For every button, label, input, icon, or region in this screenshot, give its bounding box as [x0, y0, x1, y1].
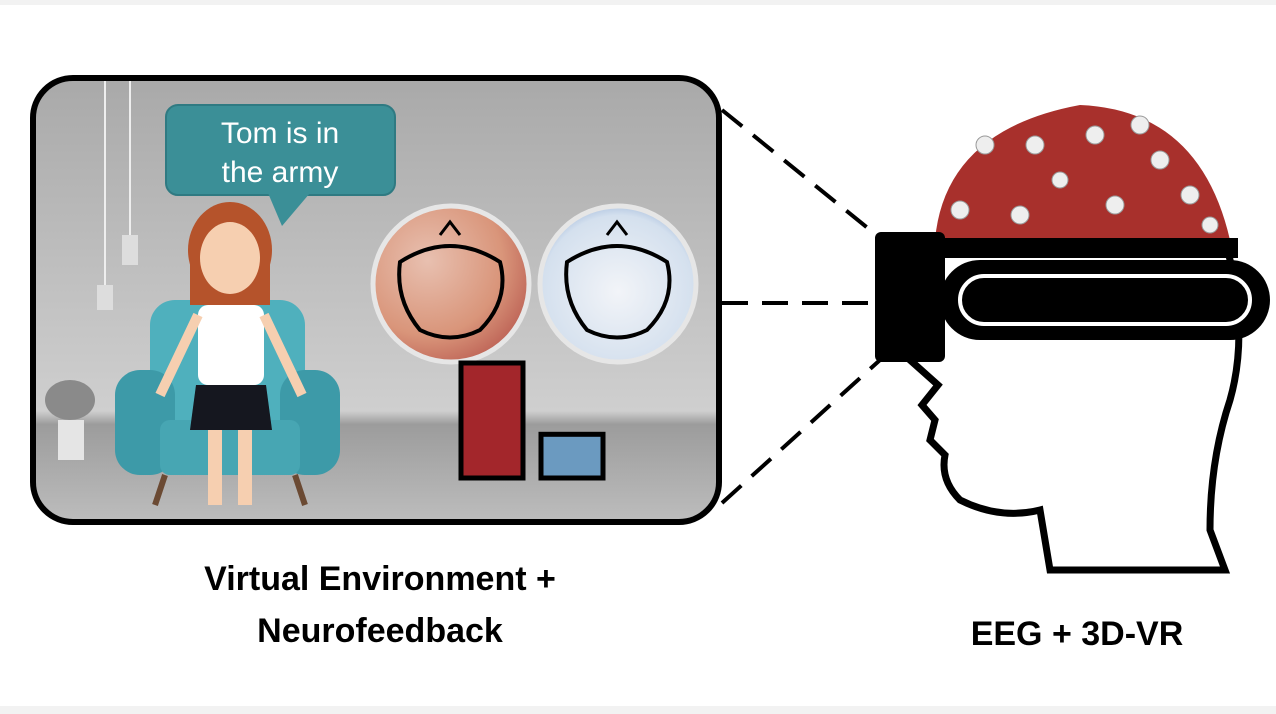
- caption-left-line-1: Virtual Environment +: [204, 560, 556, 598]
- topomap-right: [537, 203, 699, 365]
- vr-headset-visor: [875, 232, 945, 362]
- pendant-lamp-icon: [97, 285, 113, 310]
- speech-line-2: the army: [222, 156, 339, 189]
- head-with-vr-headset: [875, 105, 1270, 574]
- eeg-electrodes: [950, 115, 1219, 234]
- eeg-cap: [935, 105, 1230, 240]
- caption-left-line-2: Neurofeedback: [257, 612, 503, 650]
- projection-lines: [720, 108, 882, 505]
- feedback-bars: [458, 360, 606, 481]
- speech-line-1: Tom is in: [221, 117, 339, 150]
- caption-right: EEG + 3D-VR: [971, 615, 1184, 653]
- speech-bubble: Tom is in the army: [165, 104, 396, 226]
- plant-icon: [45, 380, 95, 460]
- avatar-woman: [155, 202, 307, 505]
- pendant-lamp-icon: [122, 235, 138, 265]
- topomap-left: [370, 203, 532, 365]
- virtual-environment-panel: Tom is in the army: [30, 75, 722, 525]
- feedback-bar-red: [458, 360, 526, 481]
- feedback-bar-blue: [538, 431, 606, 481]
